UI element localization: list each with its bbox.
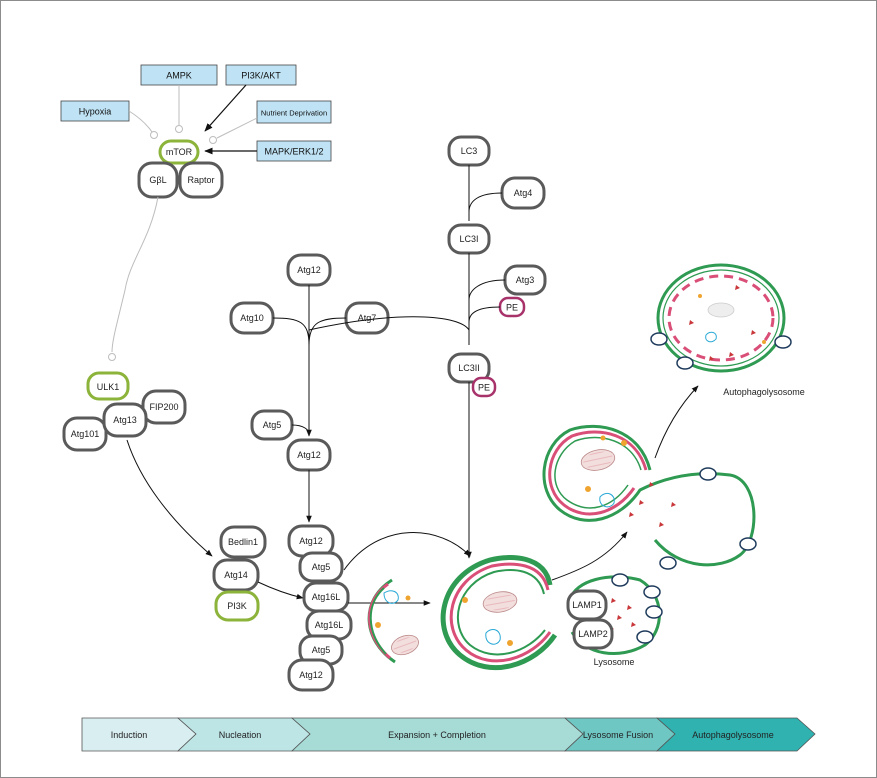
- gbl-node: GβL: [137, 161, 179, 199]
- atg101-label: Atg101: [71, 429, 100, 439]
- lysosome-label: Lysosome: [594, 657, 635, 667]
- stage-label: Lysosome Fusion: [583, 730, 653, 740]
- pi3k-akt-label: PI3K/AKT: [241, 71, 281, 81]
- atg16-stack: Atg12 Atg5 Atg16L Atg16L Atg5 Atg12: [287, 524, 353, 692]
- stage-label: Nucleation: [219, 730, 262, 740]
- atg5-node: Atg5: [250, 409, 294, 441]
- pe-node: PE: [498, 296, 526, 318]
- stack-atg16l-1: Atg16L: [302, 581, 350, 613]
- atg12-pathway: Atg12 Atg10 Atg7 Atg5 Atg12: [229, 253, 390, 523]
- atg4-node: Atg4: [500, 176, 546, 210]
- atg3-node: Atg3: [503, 264, 547, 296]
- lc3-label: LC3: [461, 146, 478, 156]
- stage-label: Expansion + Completion: [388, 730, 486, 740]
- atg13-node: Atg13: [102, 402, 148, 438]
- fip200-label: FIP200: [149, 402, 178, 412]
- stack-label: Atg16L: [312, 592, 341, 602]
- hypoxia-label: Hypoxia: [79, 107, 112, 117]
- autophagosome: [440, 555, 558, 671]
- pi3k-node: PI3K: [214, 590, 260, 622]
- inhibition-end: [108, 353, 116, 361]
- fusion-arrow: [551, 531, 628, 581]
- stage-label: Induction: [111, 730, 148, 740]
- mtor-complex: mTOR GβL Raptor: [137, 139, 224, 199]
- lc3ii-label: LC3II: [458, 363, 480, 373]
- stack-label: Atg5: [312, 645, 331, 655]
- atg3-label: Atg3: [516, 275, 535, 285]
- phagophore: [367, 578, 419, 664]
- signal-hypoxia: Hypoxia: [60, 100, 130, 122]
- lc3-pathway: LC3 Atg4 LC3I Atg3 PE LC3II PE: [308, 135, 547, 559]
- pi3k-label: PI3K: [227, 601, 247, 611]
- ulk1-label: ULK1: [97, 382, 120, 392]
- atg12-mid-node: Atg12: [286, 438, 332, 472]
- atg4-label: Atg4: [514, 188, 533, 198]
- fip200-node: FIP200: [141, 389, 187, 425]
- lc3-node: LC3: [447, 135, 491, 167]
- atg14-label: Atg14: [224, 570, 248, 580]
- pi3k-complex: Bedlin1 Atg14 PI3K: [212, 525, 267, 622]
- to-autophagolysosome-arrow: [654, 385, 699, 459]
- lysosome: LAMP1 LAMP2 Lysosome: [566, 573, 663, 667]
- signal-connectors: [128, 84, 258, 155]
- nutrient-deprivation-label: Nutrient Deprivation: [261, 109, 327, 118]
- mapk-label: MAPK/ERK1/2: [264, 147, 323, 157]
- lamp2-node: LAMP2: [572, 618, 614, 650]
- atg12-top-label: Atg12: [297, 265, 321, 275]
- lamp1-node: LAMP1: [566, 589, 608, 621]
- mtor-node: mTOR: [158, 139, 200, 165]
- pi3k-to-atg16-arrow: [257, 581, 304, 600]
- signal-ampk: AMPK: [140, 64, 218, 86]
- stack-label: Atg12: [299, 536, 323, 546]
- stack-atg5-top: Atg5: [298, 551, 344, 583]
- mtor-ulk1-inhibition: [111, 196, 159, 353]
- atg12-top-node: Atg12: [286, 253, 332, 287]
- gbl-label: GβL: [149, 175, 166, 185]
- ulk1-node: ULK1: [86, 371, 130, 401]
- beclin1-node: Bedlin1: [219, 525, 267, 559]
- stack-atg12-bottom: Atg12: [287, 658, 335, 692]
- stack-to-autophagosome-arrow: [343, 532, 471, 571]
- lamp1-label: LAMP1: [572, 600, 602, 610]
- lc3i-node: LC3I: [447, 223, 491, 255]
- fusing-vesicle: [542, 424, 757, 570]
- stage-autophagolysosome: [655, 717, 816, 752]
- pe-label: PE: [506, 303, 518, 313]
- raptor-node: Raptor: [178, 161, 224, 199]
- signal-pi3k-akt: PI3K/AKT: [225, 64, 297, 86]
- ulk-complex: ULK1 FIP200 Atg101 Atg13: [62, 371, 187, 452]
- beclin1-label: Bedlin1: [228, 537, 258, 547]
- autophagolysosome: Autophagolysosome: [650, 263, 805, 397]
- signal-nutrient-deprivation: Nutrient Deprivation: [256, 100, 332, 124]
- stack-label: Atg16L: [315, 620, 344, 630]
- raptor-label: Raptor: [187, 175, 214, 185]
- stack-label: Atg5: [312, 562, 331, 572]
- ulk-to-pi3k-arrow: [126, 439, 213, 557]
- mtor-label: mTOR: [166, 147, 193, 157]
- atg7-lc3-link: [308, 316, 470, 331]
- atg101-node: Atg101: [62, 416, 108, 452]
- atg10-label: Atg10: [240, 313, 264, 323]
- atg13-label: Atg13: [113, 415, 137, 425]
- pe2-label: PE: [478, 383, 490, 393]
- atg7-label: Atg7: [358, 313, 377, 323]
- atg14-node: Atg14: [212, 558, 260, 592]
- stage-bar: Induction Nucleation Expansion + Complet…: [81, 717, 816, 752]
- stage-label: Autophagolysosome: [692, 730, 774, 740]
- stack-label: Atg12: [299, 670, 323, 680]
- pe2-node: PE: [471, 376, 497, 398]
- lamp2-label: LAMP2: [578, 629, 608, 639]
- atg5-label: Atg5: [263, 420, 282, 430]
- lc3i-label: LC3I: [459, 234, 478, 244]
- ampk-label: AMPK: [166, 71, 192, 81]
- atg10-node: Atg10: [229, 301, 275, 335]
- signal-mapk: MAPK/ERK1/2: [256, 140, 332, 162]
- autophagolysosome-label: Autophagolysosome: [723, 387, 805, 397]
- atg12-mid-label: Atg12: [297, 450, 321, 460]
